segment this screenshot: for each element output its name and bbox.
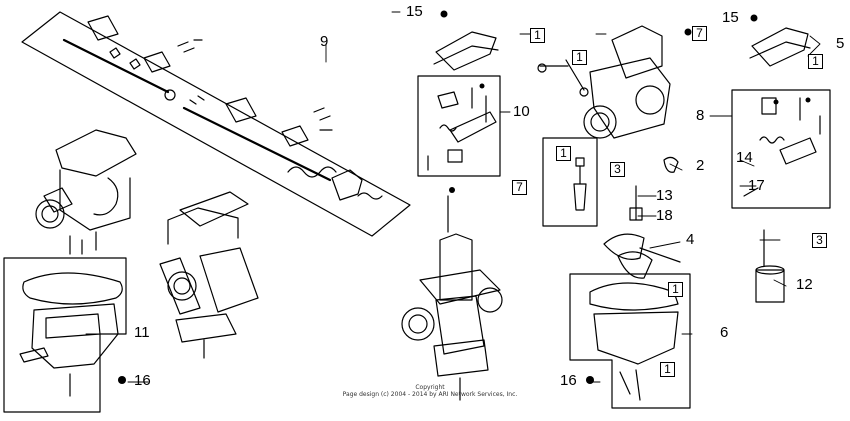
callout-14: 14 <box>736 149 753 166</box>
top-cap-center <box>433 31 499 71</box>
callout-16: 16 <box>560 372 577 389</box>
lever-assembly <box>427 87 497 171</box>
boxed-ref-1: 1 <box>572 50 587 65</box>
callout-9: 9 <box>320 33 329 50</box>
callout-12: 12 <box>796 276 813 293</box>
kit-frame <box>3 257 127 413</box>
screws <box>118 10 811 384</box>
copyright-notice: Page design (c) 2004 - 2014 by ARI Netwo… <box>342 391 518 398</box>
boxed-ref-7: 7 <box>692 26 707 41</box>
boxed-ref-3: 3 <box>610 162 625 177</box>
callout-15: 15 <box>406 3 423 20</box>
callout-8: 8 <box>696 107 705 124</box>
callout-16: 16 <box>134 372 151 389</box>
callout-5: 5 <box>836 35 845 52</box>
copyright-line: Copyright <box>415 384 445 391</box>
callout-17: 17 <box>748 177 765 194</box>
boxed-ref-7: 7 <box>512 180 527 195</box>
callout-4: 4 <box>686 231 695 248</box>
kit-frame <box>21 11 411 237</box>
callout-18: 18 <box>656 207 673 224</box>
boxed-ref-1: 1 <box>660 362 675 377</box>
boxed-ref-1: 1 <box>556 146 571 161</box>
kit-frame <box>569 273 691 409</box>
callout-15: 15 <box>722 9 739 26</box>
kit-frame <box>542 137 598 227</box>
throttle-shaft-lower <box>182 95 383 201</box>
float-bowl-right <box>589 282 679 401</box>
callout-10: 10 <box>513 103 530 120</box>
needle-jet <box>573 157 587 211</box>
callout-6: 6 <box>720 324 729 341</box>
kit-frame <box>417 75 501 177</box>
carburetor-body-right <box>537 25 671 139</box>
carburetor-body-left <box>35 129 137 255</box>
top-cap-right <box>749 27 811 67</box>
carburetor-body-middle <box>159 191 259 359</box>
boxed-ref-1: 1 <box>668 282 683 297</box>
carburetor-body-center <box>401 195 503 401</box>
callout-11: 11 <box>134 324 150 341</box>
lever-assembly-right <box>743 97 821 197</box>
float <box>603 233 681 279</box>
callout-2: 2 <box>696 157 705 174</box>
throttle-shaft-upper <box>62 15 203 101</box>
boxed-ref-3: 3 <box>812 233 827 248</box>
leader-lines <box>85 11 821 383</box>
callout-13: 13 <box>656 187 673 204</box>
kit-frame <box>731 89 831 209</box>
piston-slide <box>755 229 785 303</box>
boxed-ref-1: 1 <box>530 28 545 43</box>
boxed-ref-1: 1 <box>808 54 823 69</box>
